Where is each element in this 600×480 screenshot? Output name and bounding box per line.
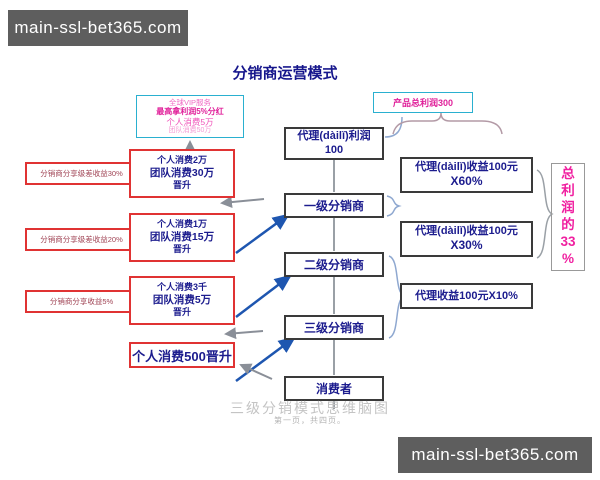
- promotion-label: 晋升: [172, 307, 191, 318]
- page-indicator: 第一页，共四页。: [274, 416, 346, 425]
- team-consumption: 团队消费30万: [149, 166, 215, 179]
- vip-line-4: 团队消费50万: [168, 126, 212, 134]
- agent-income-rate: X60%: [450, 174, 483, 189]
- share-income-label: 分销商分享收益5%: [49, 297, 114, 306]
- vip-line-1: 全球VIP服务: [168, 97, 212, 107]
- watermark-text: main-ssl-bet365.com: [411, 445, 579, 464]
- total-profit-char: 利: [561, 183, 575, 199]
- page-title: 分销商运营模式: [232, 65, 338, 82]
- personal-consumption: 个人消费3千: [156, 281, 207, 292]
- agent-income-label: 代理(dàilǐ)收益100元: [415, 161, 518, 174]
- watermark-top-left: main-ssl-bet365.com: [8, 10, 188, 46]
- total-profit-char: 总: [561, 166, 575, 182]
- share-income-box-20: 分销商分享级差收益20%: [25, 228, 138, 251]
- agent-income-label: 代理收益100元X10%: [415, 289, 518, 302]
- agent-profit-value: 100: [324, 143, 344, 156]
- team-consumption: 团队消费5万: [152, 293, 212, 306]
- level-box-distributor-3: 三级分销商: [284, 315, 384, 340]
- promotion-requirement-box-1: 个人消费2万 团队消费30万 晋升: [129, 149, 235, 198]
- promotion-entry-box: 个人消费500晋升: [129, 342, 235, 368]
- promotion-requirement-box-3: 个人消费3千 团队消费5万 晋升: [129, 276, 235, 325]
- watermark-text: main-ssl-bet365.com: [14, 18, 182, 37]
- total-profit-char: %: [561, 250, 574, 266]
- total-profit-box: 总 利 润 的 33 %: [551, 163, 585, 271]
- promotion-requirement-box-2: 个人消费1万 团队消费15万 晋升: [129, 213, 235, 262]
- personal-consumption: 个人消费1万: [156, 218, 207, 229]
- level-box-distributor-1: 一级分销商: [284, 193, 384, 218]
- level-box-distributor-2: 二级分销商: [284, 252, 384, 277]
- promotion-label: 晋升: [172, 180, 191, 191]
- share-income-box-30: 分销商分享级差收益30%: [25, 162, 138, 185]
- share-income-label: 分销商分享级差收益20%: [40, 235, 123, 244]
- agent-income-label: 代理(dàilǐ)收益100元: [415, 225, 518, 238]
- level-box-consumer: 消费者: [284, 376, 384, 401]
- vip-benefit-box: 全球VIP服务 最高拿利润5%分红 个人消费5万 团队消费50万: [136, 95, 244, 138]
- agent-profit-label: 代理(dàilǐ)利润: [297, 129, 371, 142]
- promotion-label: 晋升: [172, 244, 191, 255]
- product-total-profit-box: 产品总利润300: [373, 92, 473, 113]
- agent-income-rate: X30%: [450, 238, 483, 253]
- total-profit-char: 的: [561, 217, 575, 232]
- watermark-bottom-right: main-ssl-bet365.com: [398, 437, 592, 473]
- vip-line-3: 个人消费5万: [166, 116, 214, 127]
- share-income-label: 分销商分享级差收益30%: [40, 169, 123, 178]
- agent-income-box-30: 代理(dàilǐ)收益100元 X30%: [400, 221, 533, 257]
- vip-line-2: 最高拿利润5%分红: [156, 106, 224, 116]
- total-profit-char: 33: [560, 233, 576, 249]
- agent-profit-box: 代理(dàilǐ)利润 100: [284, 127, 384, 160]
- diagram-caption: 三级分销模式思维脑图: [230, 400, 390, 416]
- total-profit-char: 润: [561, 200, 575, 216]
- agent-income-box-10: 代理收益100元X10%: [400, 283, 533, 309]
- share-income-box-5: 分销商分享收益5%: [25, 290, 138, 313]
- team-consumption: 团队消费15万: [149, 230, 215, 243]
- agent-income-box-60: 代理(dàilǐ)收益100元 X60%: [400, 157, 533, 193]
- personal-consumption: 个人消费2万: [156, 154, 207, 165]
